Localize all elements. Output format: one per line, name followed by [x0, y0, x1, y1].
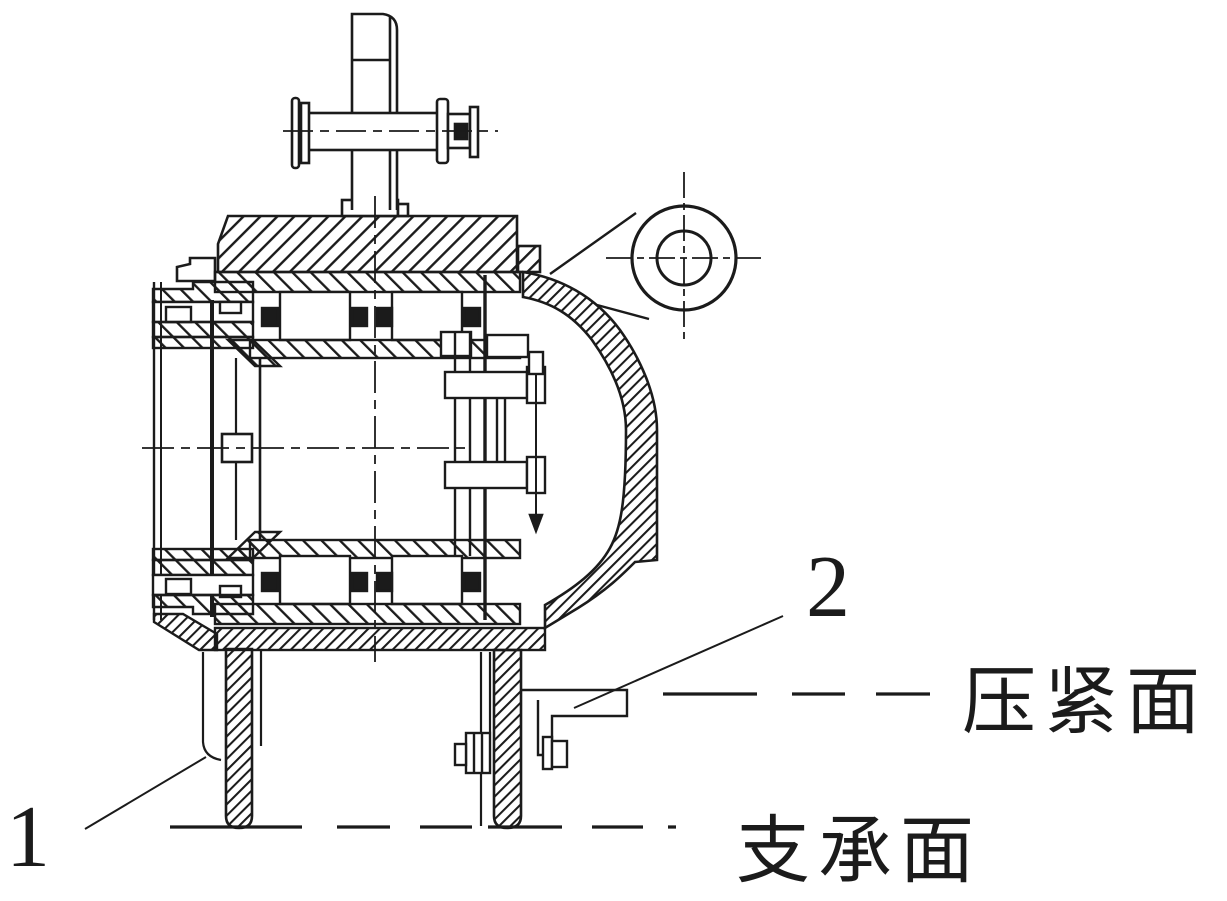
left-leg	[224, 647, 254, 830]
clamp-assembly	[453, 688, 629, 775]
cage-block	[462, 306, 482, 328]
cage-block	[350, 571, 369, 593]
end-cap-bolt-upper	[443, 370, 529, 400]
cap-left-cover	[175, 256, 217, 283]
cross-pin-left-collar	[299, 101, 311, 165]
upper-outer-ring	[213, 270, 522, 294]
cap-section	[216, 214, 519, 274]
lower-bearing	[151, 530, 522, 626]
cage-block	[350, 306, 369, 328]
labyrinth-insert-b	[218, 300, 243, 315]
labyrinth-band-mid-b	[151, 558, 255, 577]
roller-lower-right	[390, 554, 464, 606]
labyrinth-band-mid	[151, 320, 255, 339]
roller-upper-left	[278, 290, 352, 342]
lock-wire-pin	[527, 350, 545, 376]
lower-outer-ring	[213, 602, 522, 626]
cage-block	[260, 571, 280, 593]
cage-block	[375, 571, 394, 593]
end-cap-bolt-lower	[443, 460, 529, 490]
labyrinth-insert-c	[164, 577, 193, 596]
supporting-surface-label: 支承面	[736, 811, 982, 893]
upper-inner-ring	[248, 338, 522, 360]
bottom-plate-group	[152, 612, 547, 652]
housing-right-wall	[521, 270, 659, 631]
cap-right-step	[516, 244, 542, 274]
reference-lines	[170, 692, 930, 829]
leader-line-1	[84, 756, 207, 830]
cage-block	[462, 571, 482, 593]
cross-pin-left-flange	[290, 96, 301, 170]
clamp-bracket	[521, 688, 629, 757]
pressing-surface-label: 压紧面	[962, 662, 1208, 744]
right-leg	[492, 648, 523, 830]
clamp-bolt-head	[464, 731, 492, 775]
rod-boss-step	[396, 202, 410, 218]
callout-1-label: 1	[6, 789, 50, 886]
end-cap-assembly	[439, 275, 547, 620]
centerlines	[142, 196, 465, 662]
clamp-bolt-tab	[453, 742, 468, 767]
clamp-nut	[550, 739, 569, 769]
legs	[201, 647, 523, 830]
top-shaft-assembly	[283, 12, 498, 210]
lock-wire-end	[528, 513, 544, 535]
labyrinth-insert-a	[164, 305, 193, 324]
callout-2-label: 2	[806, 539, 850, 636]
left-foot-step	[152, 612, 219, 652]
cross-pin-end-bar	[468, 105, 480, 159]
lug-strut-upper	[549, 212, 637, 275]
cage-block	[260, 306, 280, 328]
clamp-washer	[541, 735, 554, 771]
leader-lines	[84, 615, 784, 830]
leader-line-2	[573, 615, 784, 709]
upper-inner-ring-chamfer	[225, 338, 283, 368]
cage-block	[375, 306, 394, 328]
end-cap-flange	[485, 333, 530, 359]
labyrinth-band-low-b	[151, 547, 255, 562]
roller-lower-left	[278, 554, 352, 606]
lifting-lug	[549, 172, 762, 344]
bottom-plate	[213, 626, 547, 652]
left-leg-web-outline	[201, 652, 222, 762]
lug-strut-lower	[596, 303, 650, 321]
